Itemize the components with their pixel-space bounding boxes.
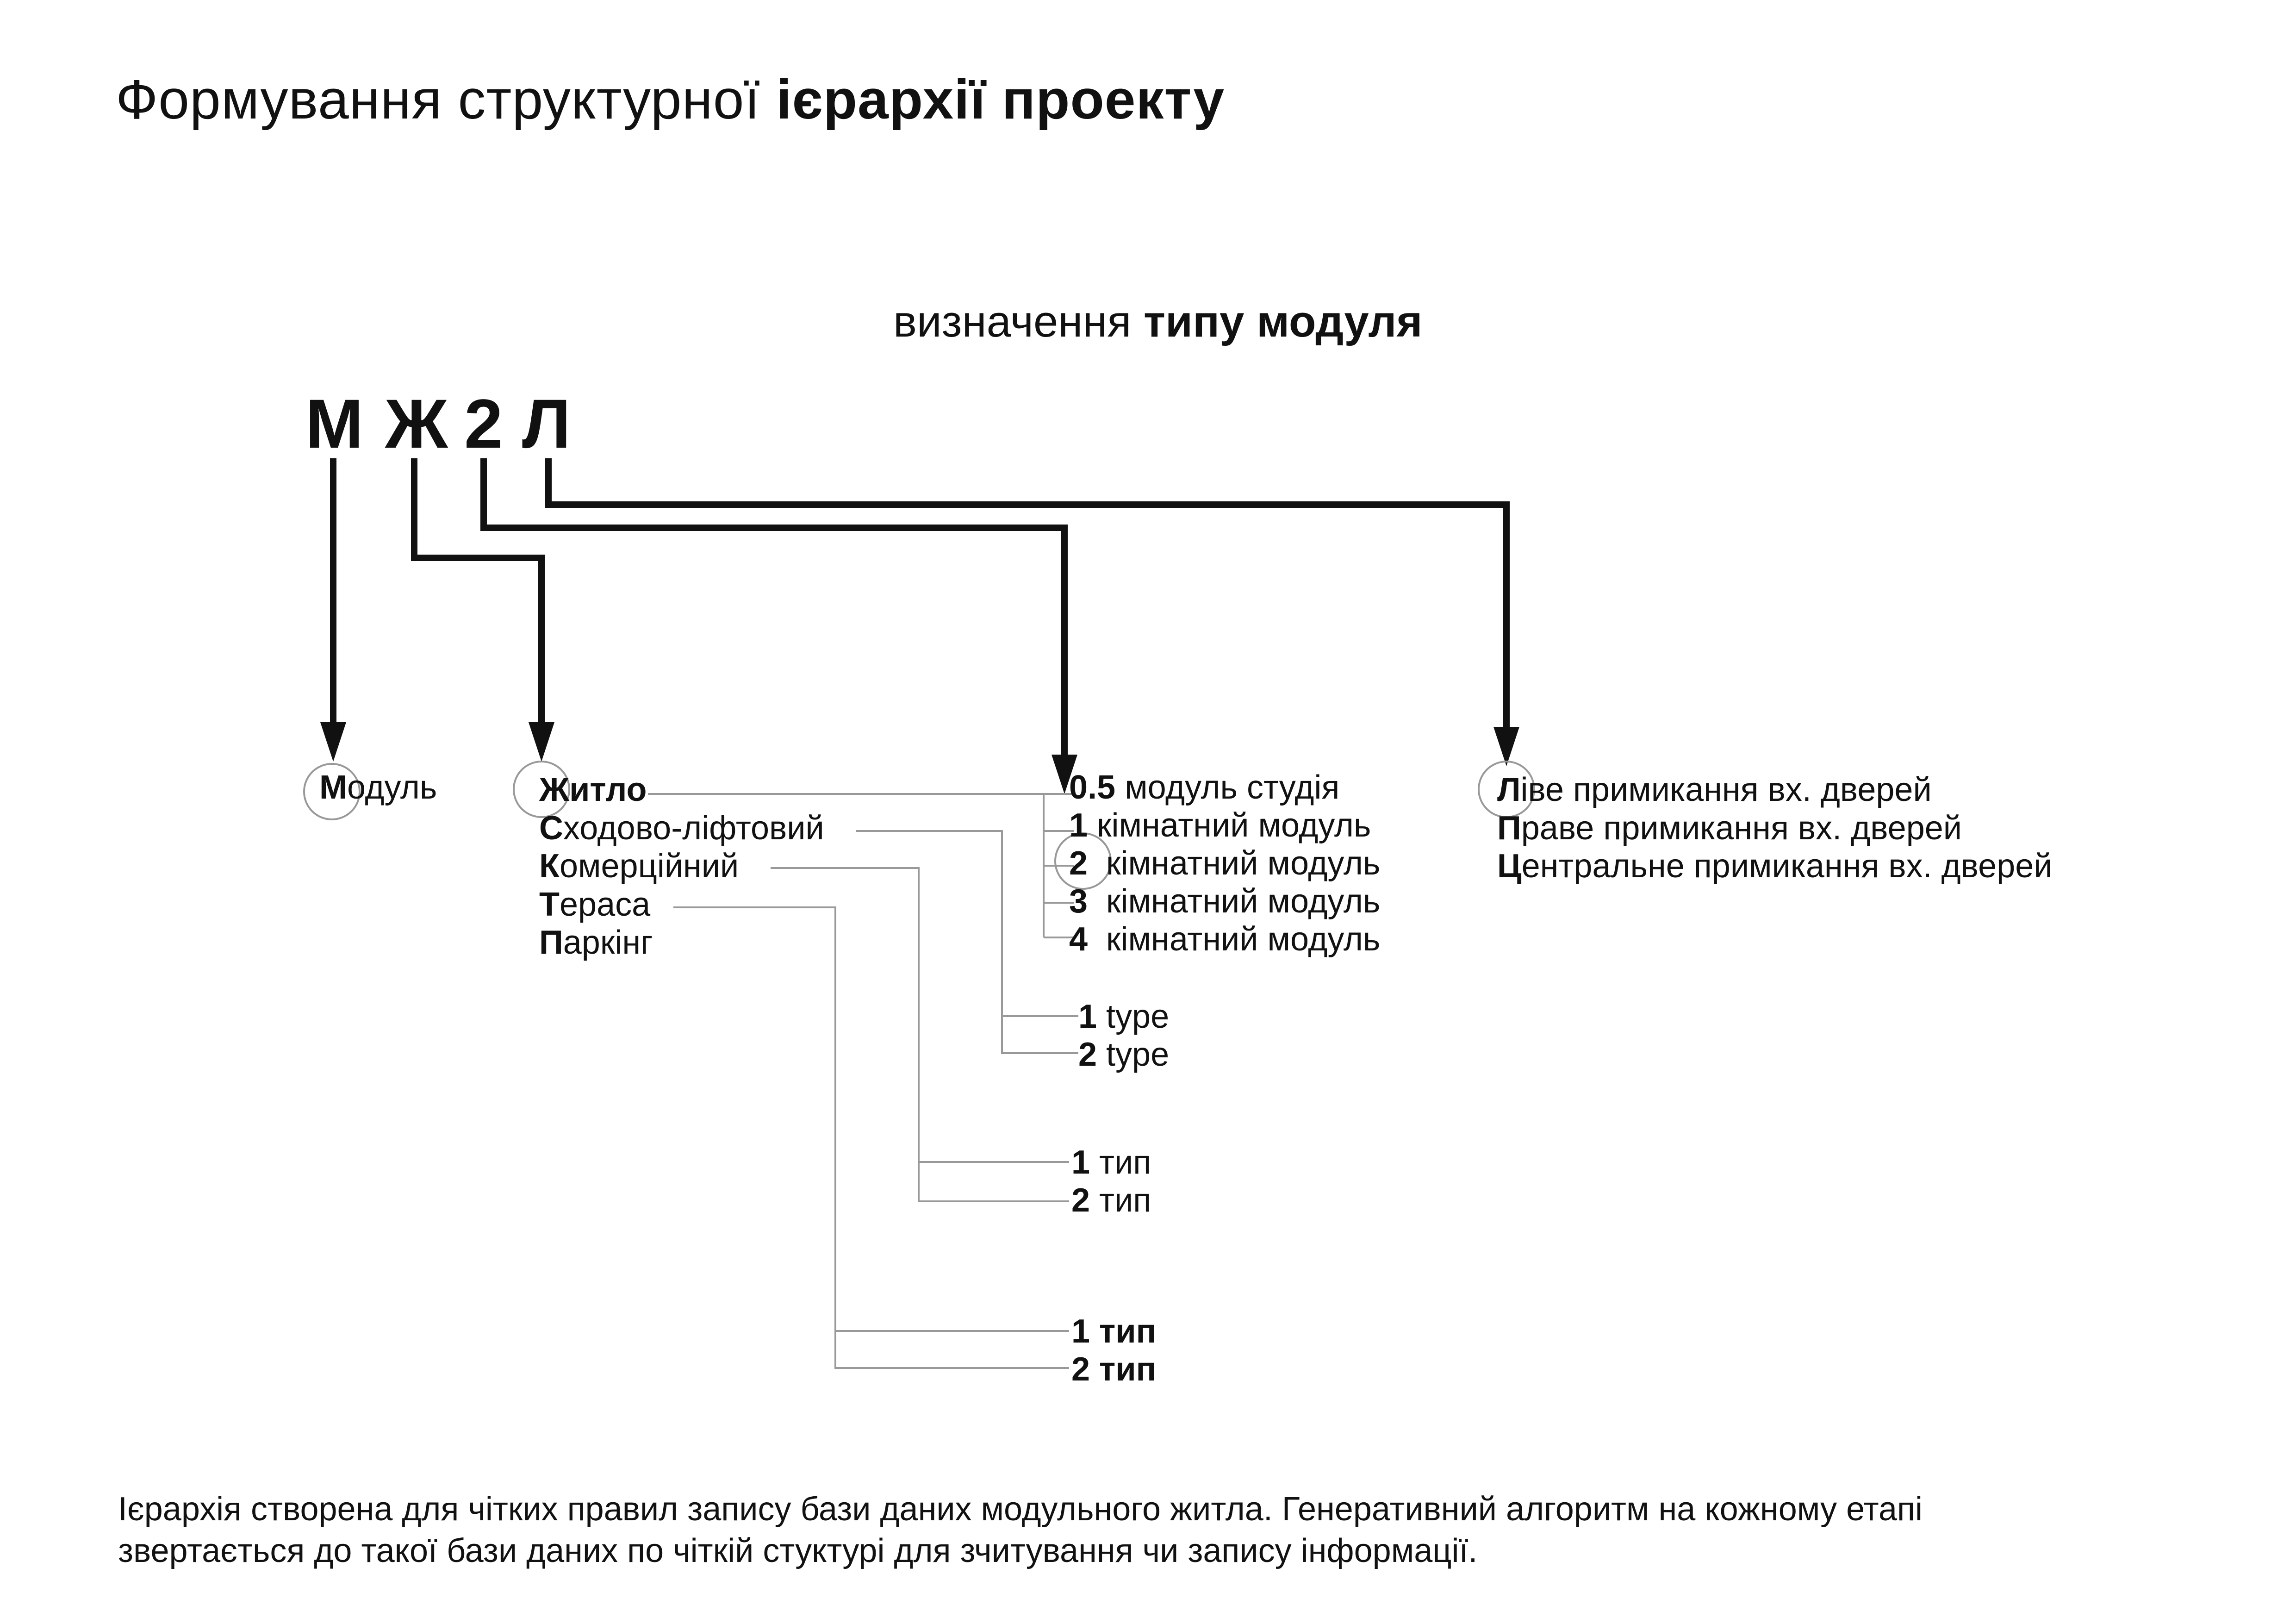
commercial-type-number: 2 bbox=[1071, 1182, 1090, 1219]
marker-circle-function bbox=[513, 761, 570, 818]
connector-commercial bbox=[771, 867, 1069, 1202]
terrace-type-number: 1 bbox=[1071, 1313, 1090, 1350]
function-item-residential: Житло bbox=[539, 771, 647, 809]
subtitle-bold: типу модуля bbox=[1144, 297, 1423, 346]
door-initial: Л bbox=[1497, 771, 1521, 808]
room-item: 4 кімнатний модуль bbox=[1069, 920, 1380, 958]
function-initial: П bbox=[539, 924, 563, 961]
room-item: 2 кімнатний модуль bbox=[1069, 844, 1380, 882]
function-item-stair: Сходово-ліфтовий bbox=[539, 809, 824, 847]
page-title: Формування структурної ієрархії проекту bbox=[116, 69, 1225, 130]
footer-description: Ієрархія створена для чітких правил запи… bbox=[118, 1488, 1923, 1572]
marker-circle-rooms bbox=[1054, 832, 1112, 890]
marker-circle-doors bbox=[1478, 761, 1535, 818]
function-item-terrace: Тераса bbox=[539, 886, 650, 924]
module-rest: одуль bbox=[347, 769, 437, 806]
door-item-right: Праве примикання вх. дверей bbox=[1497, 809, 1962, 847]
terrace-type-text: тип bbox=[1090, 1351, 1157, 1388]
arrowhead-rooms bbox=[1052, 755, 1077, 794]
room-number: 1 bbox=[1069, 807, 1088, 844]
room-text: кімнатний модуль bbox=[1088, 845, 1381, 882]
function-item-commercial: Комерційний bbox=[539, 847, 739, 885]
room-number: 2 bbox=[1069, 845, 1088, 882]
function-initial: Т bbox=[539, 886, 560, 923]
room-number: 0.5 bbox=[1069, 769, 1116, 806]
section-subtitle: визначення типу модуля bbox=[893, 296, 1422, 347]
commercial-type-number: 1 bbox=[1071, 1144, 1090, 1181]
terrace-type-item: 2 тип bbox=[1071, 1350, 1156, 1388]
code-digit-rooms: 2 bbox=[464, 385, 503, 462]
stair-type-item: 2 type bbox=[1078, 1036, 1169, 1074]
marker-circle-module bbox=[303, 763, 361, 820]
stair-type-item: 1 type bbox=[1078, 998, 1169, 1036]
door-initial: Ц bbox=[1497, 848, 1522, 885]
room-number: 3 bbox=[1069, 883, 1088, 920]
function-item-parking: Паркінг bbox=[539, 924, 653, 962]
function-rest: омерційний bbox=[559, 848, 739, 885]
arrowhead-doors bbox=[1493, 727, 1519, 766]
door-item-center: Центральне примикання вх. дверей bbox=[1497, 847, 2052, 885]
arrow-line-function bbox=[411, 458, 545, 727]
room-text: кімнатний модуль bbox=[1088, 807, 1371, 844]
connector-stair bbox=[856, 830, 1078, 1054]
room-item: 1 кімнатний модуль bbox=[1069, 806, 1371, 844]
stair-type-number: 2 bbox=[1078, 1036, 1097, 1073]
room-item: 3 кімнатний модуль bbox=[1069, 882, 1380, 920]
function-initial: К bbox=[539, 848, 560, 885]
commercial-type-text: тип bbox=[1090, 1144, 1151, 1181]
arrow-line-rooms bbox=[480, 458, 1068, 759]
title-normal: Формування структурної bbox=[116, 69, 777, 131]
door-rest: ентральне примикання вх. дверей bbox=[1521, 848, 2053, 885]
room-text: кімнатний модуль bbox=[1088, 883, 1381, 920]
door-rest: іве примикання вх. дверей bbox=[1520, 771, 1932, 808]
module-label: Модуль bbox=[319, 768, 437, 806]
module-initial: М bbox=[319, 769, 347, 806]
footer-line: звертається до такої бази даних по чіткі… bbox=[118, 1532, 1478, 1569]
arrowhead-module bbox=[320, 722, 346, 762]
room-number: 4 bbox=[1069, 921, 1088, 958]
connector-terrace bbox=[673, 906, 1069, 1369]
stair-type-text: type bbox=[1097, 998, 1170, 1035]
terrace-type-number: 2 bbox=[1071, 1351, 1090, 1388]
terrace-type-text: тип bbox=[1090, 1313, 1157, 1350]
door-rest: раве примикання вх. дверей bbox=[1521, 810, 1962, 847]
terrace-type-item: 1 тип bbox=[1071, 1312, 1156, 1350]
function-rest: аркінг bbox=[563, 924, 653, 961]
door-initial: П bbox=[1497, 810, 1521, 847]
arrow-line-doors bbox=[545, 458, 1510, 731]
function-rest: ходово-ліфтовий bbox=[563, 810, 824, 847]
room-item: 0.5 модуль студія bbox=[1069, 768, 1339, 806]
footer-line: Ієрархія створена для чітких правил запи… bbox=[118, 1491, 1923, 1528]
code-letter-door: Л bbox=[522, 385, 571, 462]
door-item-left: Ліве примикання вх. дверей bbox=[1497, 771, 1932, 809]
subtitle-normal: визначення bbox=[893, 297, 1144, 346]
commercial-type-text: тип bbox=[1090, 1182, 1151, 1219]
code-letter-function: Ж bbox=[385, 385, 448, 462]
room-text: модуль студія bbox=[1115, 769, 1340, 806]
function-rest: итло bbox=[569, 771, 647, 808]
function-initial: С bbox=[539, 810, 563, 847]
function-initial: Ж bbox=[539, 771, 570, 808]
arrowhead-function bbox=[529, 722, 554, 762]
title-bold: ієрархії проекту bbox=[776, 69, 1225, 131]
code-letter-module: М bbox=[305, 385, 363, 462]
commercial-type-item: 2 тип bbox=[1071, 1181, 1151, 1219]
stair-type-text: type bbox=[1097, 1036, 1170, 1073]
function-rest: ераса bbox=[559, 886, 651, 923]
commercial-type-item: 1 тип bbox=[1071, 1143, 1151, 1181]
stair-type-number: 1 bbox=[1078, 998, 1097, 1035]
room-text: кімнатний модуль bbox=[1088, 921, 1381, 958]
